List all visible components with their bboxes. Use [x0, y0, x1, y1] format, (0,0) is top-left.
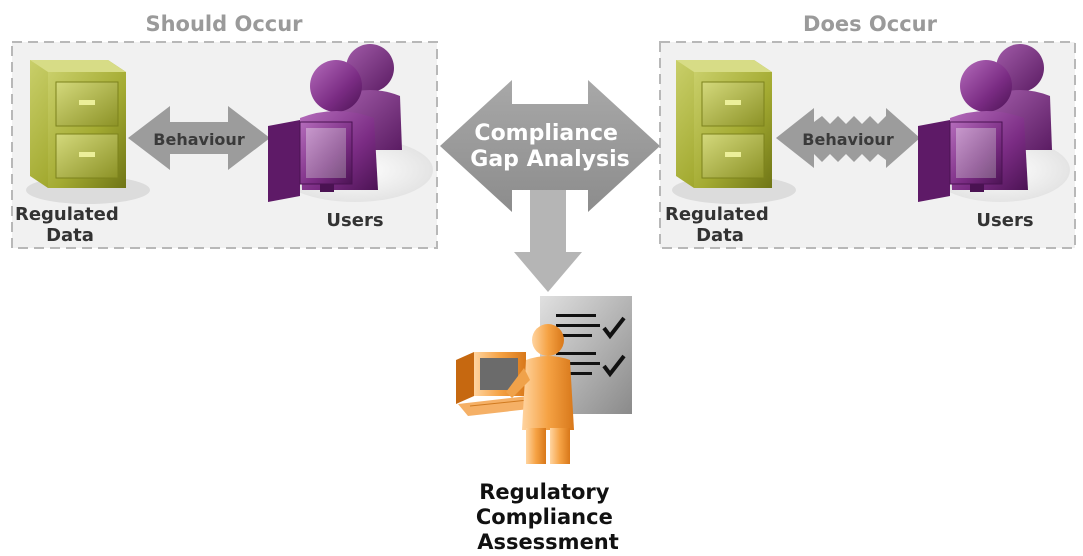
behaviour-zigzag-arrow: [776, 108, 920, 168]
filing-cabinet-icon: [672, 60, 796, 204]
regulated-data-label: Regulated Data: [665, 204, 775, 246]
behaviour-arrow: [128, 106, 270, 170]
panel-should-occur: Should Occur Regulated Data Behaviour: [11, 12, 438, 249]
down-arrow: [514, 190, 582, 292]
panel-does-occur: Does Occur Regulated Data Behaviour: [659, 12, 1076, 249]
users-label: Users: [326, 210, 383, 231]
behaviour-label: Behaviour: [802, 130, 894, 149]
assessment-label: Regulatory Compliance Assessment: [476, 480, 620, 554]
computer-monitor-icon: [456, 352, 538, 416]
behaviour-label: Behaviour: [153, 130, 245, 149]
users-label: Users: [976, 210, 1033, 231]
panel-title: Does Occur: [803, 12, 938, 36]
users-icon: [268, 44, 433, 202]
assessor-person-icon: [506, 324, 574, 464]
filing-cabinet-icon: [26, 60, 150, 204]
gap-analysis-arrows: [440, 80, 660, 292]
panel-title: Should Occur: [145, 12, 303, 36]
regulated-data-label: Regulated Data: [15, 204, 125, 246]
users-icon: [918, 44, 1070, 202]
gap-analysis-label: Compliance Gap Analysis: [470, 121, 629, 172]
assessment-figure: [456, 296, 632, 464]
